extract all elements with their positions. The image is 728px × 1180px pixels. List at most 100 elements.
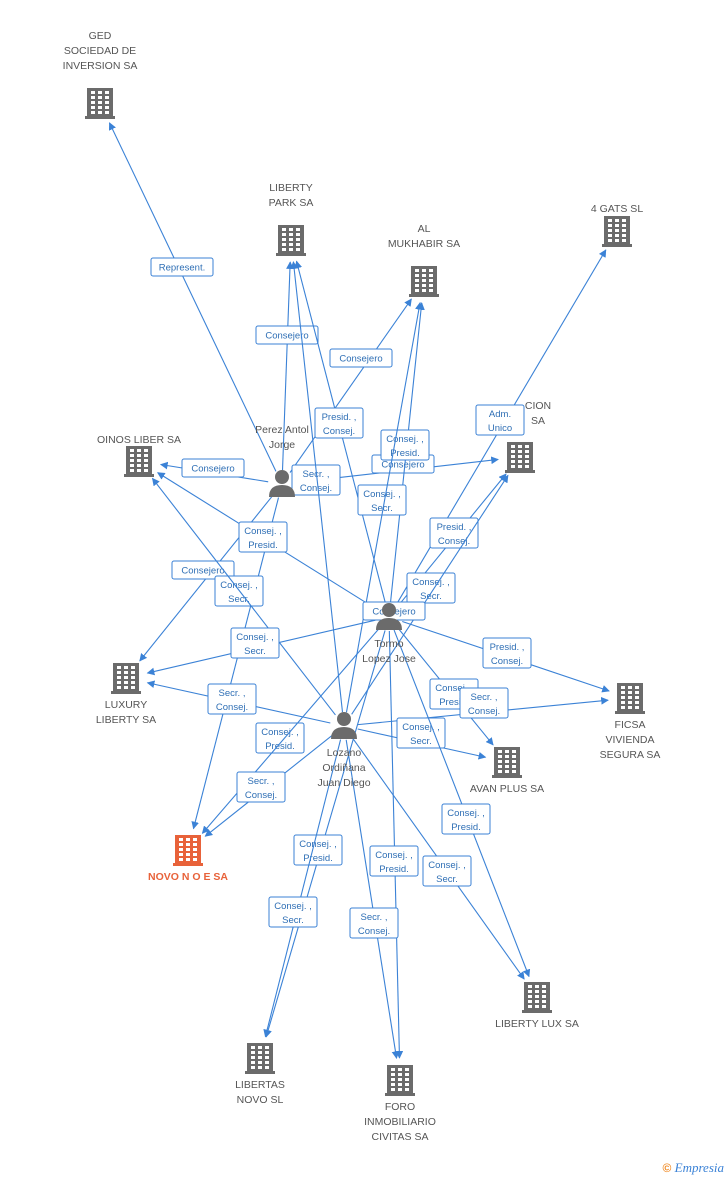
- node-oinos[interactable]: OINOS LIBER SA: [97, 434, 181, 477]
- building-window: [528, 985, 532, 988]
- building-window: [525, 450, 529, 453]
- edge-perez-ged: Represent.: [108, 122, 277, 472]
- edge-label[interactable]: Consejero: [329, 348, 393, 368]
- edge-label-box: [396, 717, 446, 749]
- edge-label[interactable]: Represent.: [150, 257, 214, 277]
- building-window: [251, 1066, 255, 1069]
- edge-label[interactable]: Adm.Unico: [475, 404, 525, 436]
- edge-label-text: Consej.: [491, 656, 523, 667]
- edge-label[interactable]: Secr. ,Consej.: [459, 687, 509, 719]
- building-window: [98, 91, 102, 94]
- edge-label[interactable]: Consej. ,Presid.: [369, 845, 419, 877]
- edge-label-text: Presid.: [390, 448, 420, 459]
- building-window: [251, 1056, 255, 1059]
- building-window: [144, 459, 148, 462]
- building-icon: [385, 1065, 415, 1096]
- edge-line: [290, 261, 344, 713]
- building-window: [422, 269, 426, 272]
- edge-label[interactable]: Consej. ,Presid.: [238, 521, 288, 553]
- building-window: [628, 696, 632, 699]
- building-window: [635, 686, 639, 689]
- building-window: [511, 460, 515, 463]
- building-window: [635, 696, 639, 699]
- edge-label[interactable]: Consej. ,Secr.: [406, 572, 456, 604]
- edge-line: [345, 301, 423, 713]
- edge-label[interactable]: Secr. ,Consej.: [291, 464, 341, 496]
- edge-label[interactable]: Secr. ,Consej.: [236, 771, 286, 803]
- building-window: [429, 269, 433, 272]
- building-window: [518, 460, 522, 463]
- edge-label[interactable]: Consej. , Presid.: [380, 429, 430, 461]
- edge-label-text: Consej. ,: [261, 727, 299, 738]
- building-window: [98, 101, 102, 104]
- building-window: [525, 465, 529, 468]
- building-window: [179, 843, 183, 846]
- building-window: [124, 676, 128, 679]
- edge-label[interactable]: Secr. ,Consej.: [349, 907, 399, 939]
- edge-label-text: Consejero: [265, 331, 308, 342]
- edge-perez-novo: Secr. ,Consej.: [191, 464, 341, 830]
- building-window: [124, 681, 128, 684]
- person-head: [275, 470, 289, 484]
- building-window: [289, 228, 293, 231]
- edge-label-text: Consejero: [181, 566, 224, 577]
- edge-label-text: Consej. ,: [428, 860, 466, 871]
- building-window: [296, 238, 300, 241]
- edge-tormo-avan: Consej. ,Presid.: [397, 627, 494, 746]
- edge-label[interactable]: Consej. ,Secr.: [422, 855, 472, 887]
- edge-label[interactable]: Consejero: [255, 325, 319, 345]
- edge-label-box: [406, 572, 456, 604]
- edge-label-text: Consej. ,: [299, 839, 337, 850]
- edge-line: [108, 122, 277, 472]
- edge-label[interactable]: Consej. ,Secr.: [357, 484, 407, 516]
- node-novo[interactable]: NOVO N O E SA: [148, 835, 228, 883]
- building-base: [245, 1071, 275, 1074]
- edge-label[interactable]: Consejero: [171, 560, 235, 580]
- edge-lozano-oinos: Consej. ,Secr.: [151, 477, 336, 716]
- edge-label[interactable]: Consej. ,Presid.: [255, 722, 305, 754]
- edge-lozano-luxury: Secr. ,Consej.: [146, 680, 331, 724]
- edge-label[interactable]: Consej. ,Secr.: [230, 627, 280, 659]
- edge-label[interactable]: Consej. ,Presid.: [293, 834, 343, 866]
- edge-label[interactable]: Presid. ,Consej.: [314, 407, 364, 439]
- edge-label[interactable]: Consejero: [181, 458, 245, 478]
- building-window: [512, 770, 516, 773]
- edge-label-text: Consej. ,: [386, 434, 424, 445]
- edge-label[interactable]: Secr. ,Consej.: [207, 683, 257, 715]
- node-libertylux[interactable]: LIBERTY LUX SA: [495, 982, 579, 1030]
- building-window: [398, 1088, 402, 1091]
- node-label: CIVITAS SA: [372, 1131, 429, 1143]
- edge-label-text: Secr.: [228, 594, 250, 605]
- building-window: [130, 469, 134, 472]
- node-avan[interactable]: AVAN PLUS SA: [470, 747, 544, 795]
- edge-label[interactable]: Consej. ,Secr.: [268, 896, 318, 928]
- building-window: [282, 248, 286, 251]
- building-window: [179, 858, 183, 861]
- edge-label-box: [207, 683, 257, 715]
- edge-label[interactable]: Consej. ,Secr.: [396, 717, 446, 749]
- node-4gats[interactable]: 4 GATS SL: [591, 203, 643, 247]
- building-window: [518, 445, 522, 448]
- footer-brand[interactable]: © Empresia: [662, 1160, 724, 1176]
- edge-label[interactable]: Presid. ,Consej.: [482, 637, 532, 669]
- building-window: [635, 691, 639, 694]
- building-window: [542, 1005, 546, 1008]
- building-window: [405, 1083, 409, 1086]
- building-icon: [124, 446, 154, 477]
- edge-label[interactable]: Consej. ,Presid.: [441, 803, 491, 835]
- node-label: LIBERTY LUX SA: [495, 1018, 579, 1030]
- building-base: [602, 244, 632, 247]
- node-label: FORO: [385, 1101, 415, 1113]
- person-body: [376, 618, 402, 630]
